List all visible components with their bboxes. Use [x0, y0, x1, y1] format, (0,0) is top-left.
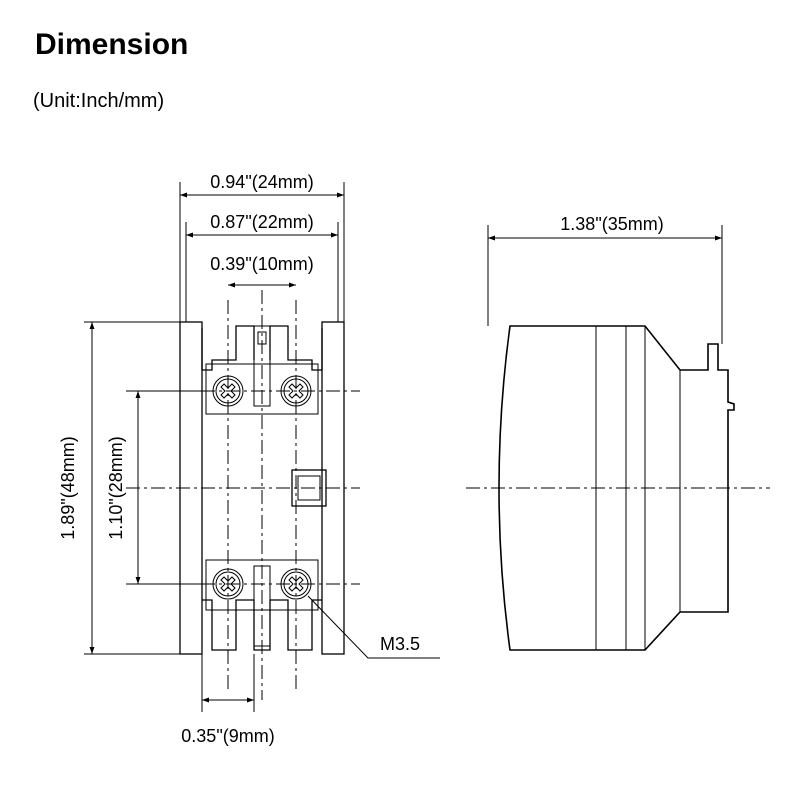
terminal-pitch-dimension: 1.10"(28mm): [106, 436, 126, 539]
inner-width-dimension: 0.87"(22mm): [210, 212, 313, 232]
overall-width-dimension: 0.94"(24mm): [210, 172, 313, 192]
side-view: 1.38"(35mm): [466, 214, 770, 651]
depth-dimension: 1.38"(35mm): [560, 214, 663, 234]
unit-note: (Unit:Inch/mm): [33, 90, 165, 112]
bottom-slot-dimension: 0.35"(9mm): [181, 726, 274, 746]
page-title: Dimension: [35, 28, 189, 61]
top-terminal-block: [205, 363, 319, 415]
front-view: 0.94"(24mm) 0.87"(22mm) 0.39"(10mm) 1.89…: [58, 172, 440, 746]
screw-size-label: M3.5: [380, 634, 420, 654]
terminal-spacing-dimension: 0.39"(10mm): [210, 254, 313, 274]
height-dimension: 1.89"(48mm): [58, 436, 78, 539]
